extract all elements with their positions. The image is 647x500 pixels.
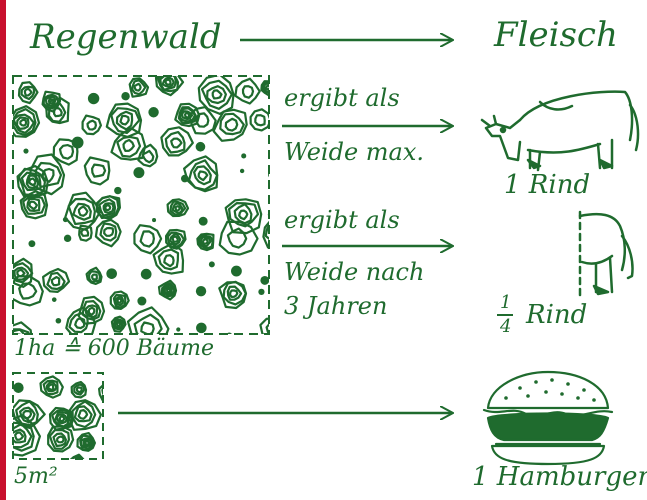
header-regenwald: Regenwald	[30, 17, 222, 57]
forest-large-icon	[12, 75, 270, 335]
quarter-denominator: 4	[500, 316, 512, 337]
header-fleisch: Fleisch	[494, 15, 618, 55]
row1-line1: ergibt als	[284, 84, 400, 112]
row2-line1: ergibt als	[284, 206, 400, 234]
row1-line2: Weide max.	[284, 138, 425, 166]
forest-large-caption: 1ha ≙ 600 Bäume	[14, 336, 215, 361]
forest-small-icon	[12, 372, 104, 460]
hamburger-icon	[482, 370, 614, 466]
row1-result: 1 Rind	[504, 170, 591, 200]
quarter-numerator: 1	[500, 292, 512, 313]
forest-small-caption: 5m²	[14, 464, 58, 489]
row2-result-text: Rind	[526, 300, 588, 330]
quarter-fraction-bar	[497, 314, 513, 316]
cow-icon	[480, 90, 640, 172]
row3-result: 1 Hamburger	[472, 462, 647, 492]
row2-line3: 3 Jahren	[284, 292, 388, 320]
row2-line2: Weide nach	[284, 258, 425, 286]
cow-quarter-icon	[578, 210, 634, 298]
red-edge-bar	[0, 0, 6, 500]
